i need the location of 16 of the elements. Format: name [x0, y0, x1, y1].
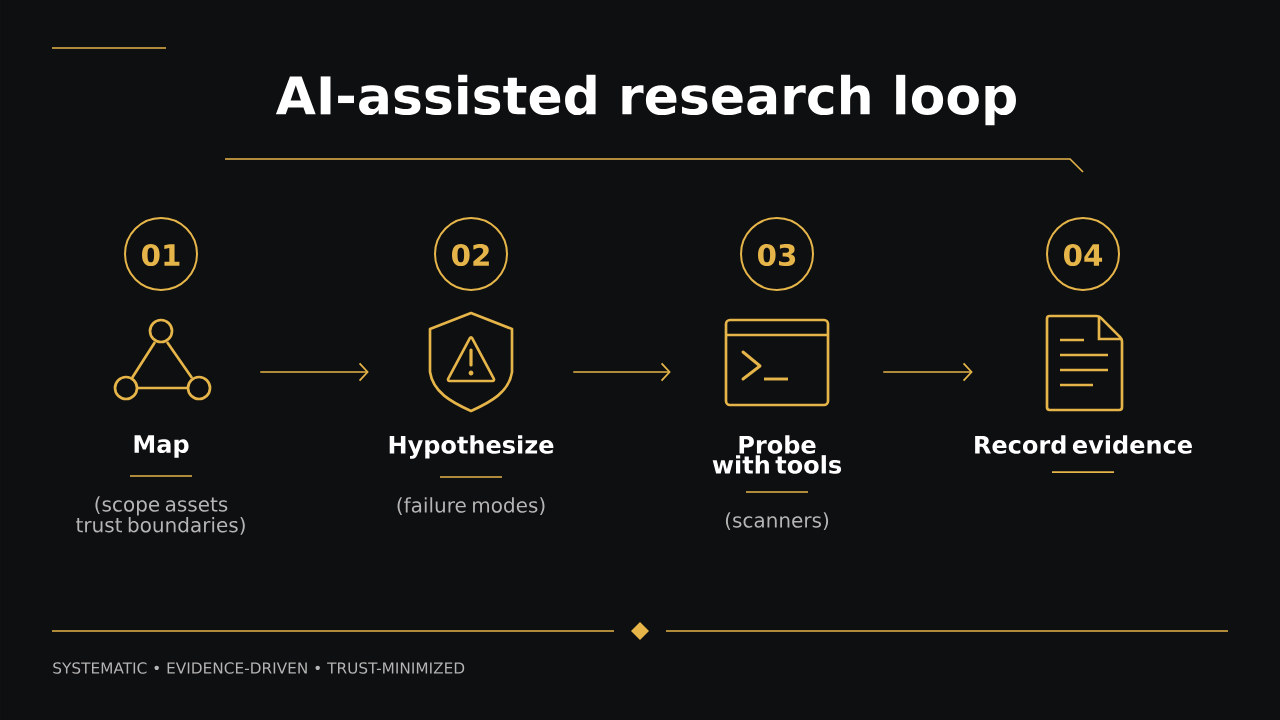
footer-text: SYSTEMATIC • EVIDENCE-DRIVEN • TRUST-MINIMIZED — [53, 662, 465, 674]
step-note: (failure modes) — [397, 497, 545, 516]
step-number: 04 — [1064, 243, 1103, 267]
step-title: Probe with tools — [712, 435, 842, 474]
step-title: Map — [134, 435, 189, 458]
step-number: 02 — [452, 243, 489, 267]
step-note: (scanners) — [725, 512, 829, 531]
arrow — [259, 362, 369, 382]
step-number: 03 — [758, 243, 796, 267]
arrow — [572, 362, 671, 382]
step-title: Record evidence — [975, 435, 1192, 454]
step-title: Hypothesize — [389, 435, 554, 459]
step-note: (scope assets trust boundaries) — [76, 496, 245, 535]
step-number: 01 — [142, 243, 180, 267]
arrow — [882, 362, 973, 382]
title: AI-assisted research loop — [275, 74, 1016, 126]
